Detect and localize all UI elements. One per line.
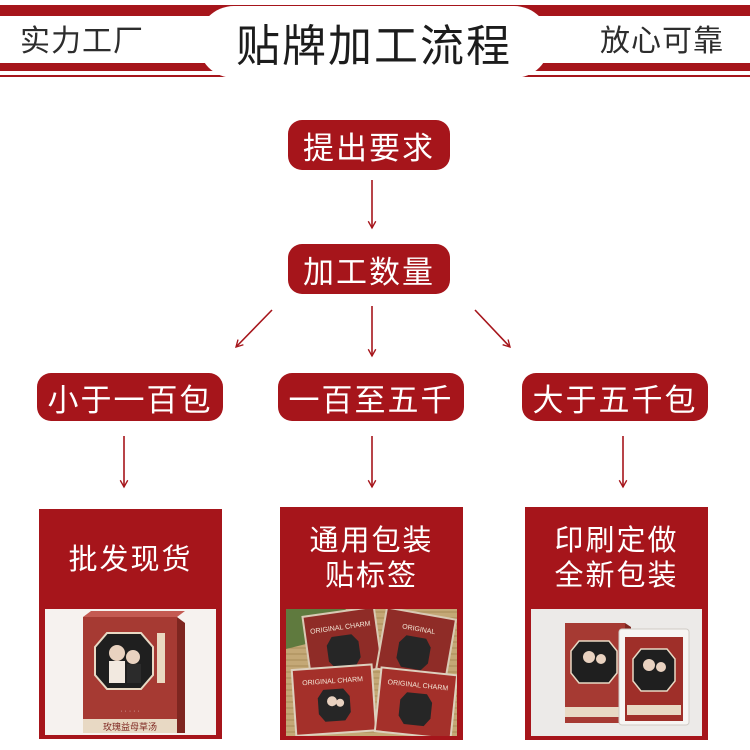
panel-custom-printing: 印刷定做 全新包装	[525, 507, 708, 740]
arrow-down-left-icon	[235, 309, 273, 348]
arrow-down-right-icon	[474, 309, 511, 349]
right-slogan: 放心可靠	[600, 24, 724, 59]
box-product-name: 玫瑰益母草汤	[103, 721, 157, 733]
page-title: 贴牌加工流程	[198, 6, 550, 78]
custom-package-image	[531, 609, 702, 736]
option-100-to-5000: 一百至五千	[278, 373, 464, 421]
panel-title: 印刷定做 全新包装	[554, 523, 679, 592]
product-packets-image: ORIGINAL CHARM ORIGINAL ORIGINAL CHARM O…	[286, 609, 457, 736]
panel-title: 通用包装 贴标签	[309, 523, 434, 592]
step-processing-quantity: 加工数量	[288, 244, 450, 294]
product-box-image: · · · · · 玫瑰益母草汤	[45, 609, 216, 735]
packet-brand-text: ORIGINAL CHARM	[302, 676, 363, 687]
panel-general-packaging: 通用包装 贴标签 ORIGINAL CHARM ORIGINAL	[280, 507, 463, 740]
svg-text:· · · · ·: · · · · ·	[120, 708, 139, 715]
step-submit-request: 提出要求	[288, 120, 450, 170]
panel-wholesale-stock: 批发现货 · · · · · 玫瑰益母草汤	[39, 509, 222, 739]
panel-title: 批发现货	[68, 542, 193, 576]
option-over-5000: 大于五千包	[522, 373, 708, 421]
option-under-100: 小于一百包	[37, 373, 223, 421]
left-slogan: 实力工厂	[20, 24, 144, 59]
